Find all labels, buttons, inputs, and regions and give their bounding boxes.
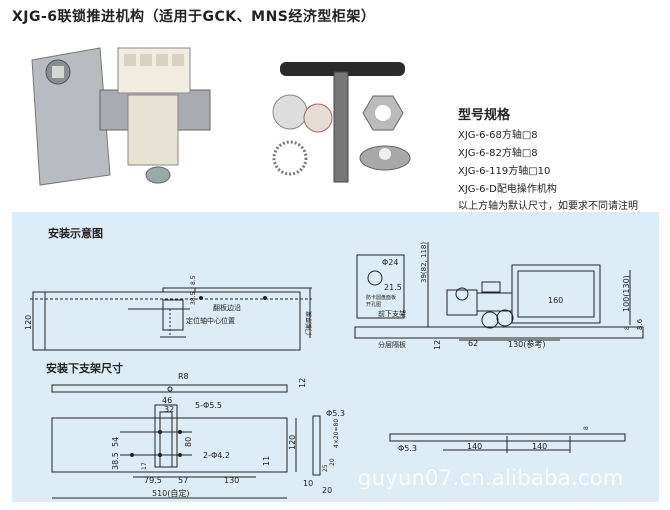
dim-54: 54 xyxy=(111,436,120,447)
rail-dim-8: 8 xyxy=(583,426,590,430)
dim-38-5b: 38.5 xyxy=(111,452,120,470)
spec-heading: 型号规格 xyxy=(458,108,511,123)
dim-holes-4-2: 2-Φ4.2 xyxy=(203,451,230,460)
dim-130b: 130 xyxy=(224,476,240,485)
watermark: guyun07.cn.alibaba.com xyxy=(358,466,624,490)
spec-note: 以上方轴为默认尺寸，如要求不同请注明 xyxy=(458,201,638,212)
dim-25: 25 xyxy=(322,464,329,472)
rail-drawing xyxy=(389,433,626,453)
install-diagram xyxy=(30,287,312,351)
dim-20a: 20 xyxy=(329,458,336,466)
front-bracket-label: 前下支架 xyxy=(378,310,406,318)
dim-130-ref: 130(参考) xyxy=(508,340,546,349)
dim-80: 80 xyxy=(184,436,193,447)
dim-8-5: 8.5 xyxy=(190,275,197,285)
rail-dim-140b: 140 xyxy=(532,442,548,451)
spec-item: XJG-6-82方轴□8 xyxy=(458,148,538,159)
dim-17: 17 xyxy=(141,462,148,470)
dim-holes-5-5: 5-Φ5.5 xyxy=(195,401,222,410)
rail-dim-140a: 140 xyxy=(467,442,483,451)
drawing-panel xyxy=(12,212,659,502)
dim-phi24: Φ24 xyxy=(382,258,399,267)
dim-8-6: 8.6 xyxy=(636,318,644,330)
spec-item: XJG-6-119方轴□10 xyxy=(458,166,551,177)
dim-r8: R8 xyxy=(178,372,189,381)
dim-32: 32 xyxy=(164,405,175,414)
spec-item: XJG-6-68方轴□8 xyxy=(458,130,538,141)
dim-39: 39(82, 118) xyxy=(420,241,428,283)
shaft-center-label: 定位轴中心位置 xyxy=(186,317,235,325)
product-photos xyxy=(31,47,411,186)
dim-120b: 120 xyxy=(288,434,297,450)
bracket-drawing xyxy=(51,384,321,499)
dim-8: 8 xyxy=(624,326,631,330)
interlock-mechanism-photo xyxy=(31,47,211,186)
dim-79-5: 79.5 xyxy=(144,476,162,485)
door-thickness-label: 门板厚度 xyxy=(306,310,313,335)
install-diagram-heading: 安装示意图 xyxy=(48,227,103,240)
page-title: XJG-6联锁推进机构（适用于GCK、MNS经济型柜架） xyxy=(12,9,376,25)
panel-edge-label: 翻板边沿 xyxy=(213,304,241,312)
dim-21-5: 21.5 xyxy=(384,283,402,292)
dial-and-nut-photo xyxy=(272,94,411,176)
dim-57: 57 xyxy=(178,476,189,485)
dim-phi5-3: Φ5.3 xyxy=(326,409,346,418)
dim-20b: 20 xyxy=(322,486,333,495)
dim-11: 11 xyxy=(262,455,271,466)
partition-label: 分层隔板 xyxy=(378,341,406,349)
dim-120: 120 xyxy=(24,314,33,330)
dim-160: 160 xyxy=(548,296,564,305)
dim-62: 62 xyxy=(468,339,479,348)
rail-phi5-3: Φ5.3 xyxy=(398,444,418,453)
side-view xyxy=(354,242,644,341)
hole-note: 防卡圆盘面板开孔图 xyxy=(366,295,397,308)
dim-38-5: 38.5 xyxy=(190,291,197,305)
dim-4x20: 4×20=80 xyxy=(333,418,340,448)
t-handle-photo xyxy=(280,62,405,183)
dim-46: 46 xyxy=(162,396,173,405)
dim-100: 100(130) xyxy=(622,275,631,312)
dim-12: 12 xyxy=(433,339,442,350)
spec-item: XJG-6-D配电操作机构 xyxy=(458,184,557,195)
dim-510: 510(自定) xyxy=(152,489,190,498)
dim-10: 10 xyxy=(303,479,314,488)
bracket-heading: 安装下支架尺寸 xyxy=(46,362,123,375)
dim-12b: 12 xyxy=(298,377,307,388)
